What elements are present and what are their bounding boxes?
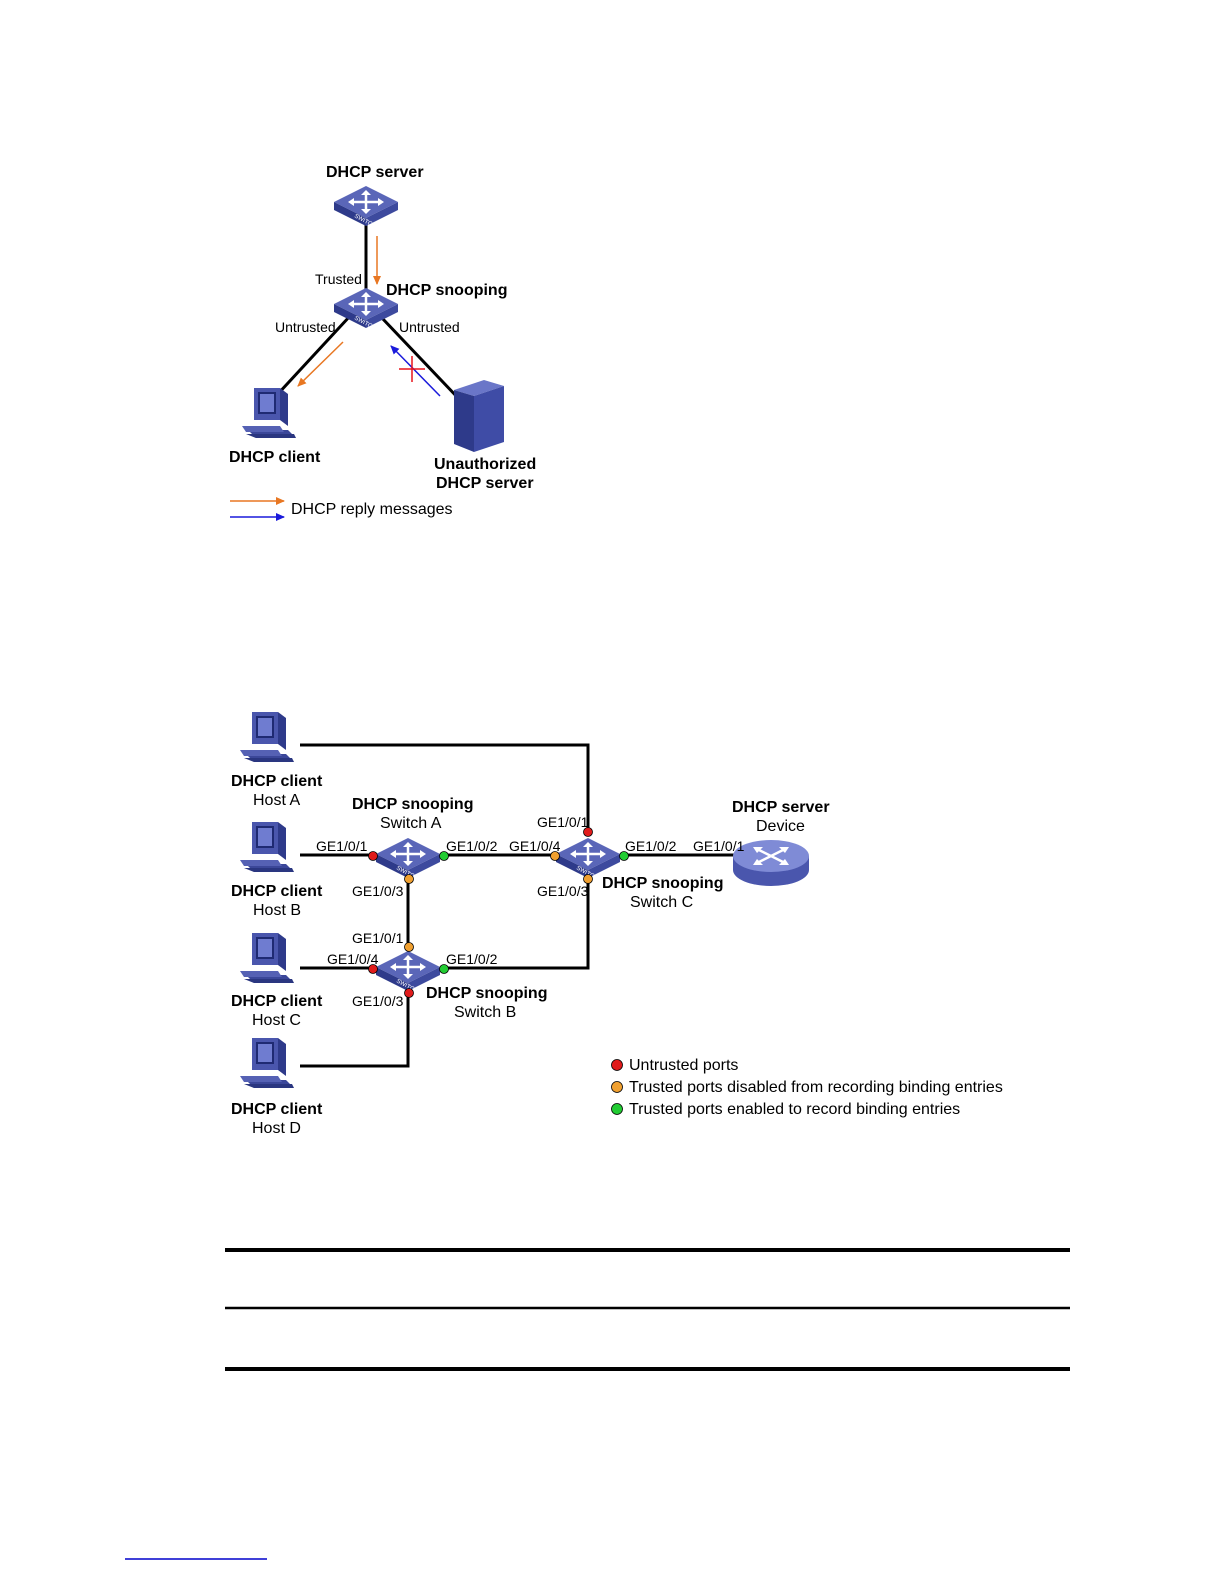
- dhcp-snooping-label: DHCP snooping: [386, 282, 507, 299]
- reply-arrow-to-client-icon: [297, 341, 344, 387]
- switch-b-ge1-0-3-untrusted-dot: [404, 988, 414, 998]
- switch-a-title: DHCP snooping: [352, 796, 473, 813]
- switch-a-port-ge1-0-3: GE1/0/3: [352, 883, 404, 899]
- untrusted-port-right-label: Untrusted: [399, 319, 460, 335]
- server-port-ge1-0-1: GE1/0/1: [693, 838, 745, 854]
- switch-a-port-ge1-0-1: GE1/0/1: [316, 838, 368, 854]
- link-snooping-to-client: [274, 314, 352, 398]
- switch-a-ge1-0-3-trusted-disabled-dot: [404, 874, 414, 884]
- figure-1-legend: DHCP reply messages: [230, 497, 453, 521]
- switch-b-port-ge1-0-2: GE1/0/2: [446, 951, 498, 967]
- dhcp-client-label: DHCP client: [229, 449, 321, 466]
- switch-c-name: Switch C: [630, 894, 693, 911]
- switch-b-title: DHCP snooping: [426, 985, 547, 1002]
- empty-table-rules: [225, 1248, 1070, 1371]
- switch-a-name: Switch A: [380, 815, 442, 832]
- legend-trusted-disabled-dot: [611, 1081, 623, 1093]
- switch-c-port-ge1-0-4: GE1/0/4: [509, 838, 561, 854]
- switch-c-port-ge1-0-1: GE1/0/1: [537, 814, 589, 830]
- dhcp-server-switch-icon: [332, 184, 400, 232]
- legend-trusted-enabled-label: Trusted ports enabled to record binding …: [629, 1101, 960, 1118]
- switch-a-ge1-0-2-trusted-enabled-dot: [439, 851, 449, 861]
- switch-c-ge1-0-2-trusted-enabled-dot: [619, 851, 629, 861]
- legend-trusted-enabled-dot: [611, 1103, 623, 1115]
- link-switch-b-switch-c: [444, 878, 590, 970]
- link-snooping-to-unauthorized-server: [380, 316, 462, 402]
- host-a-pc-icon: [240, 712, 294, 762]
- switch-b-ge1-0-4-untrusted-dot: [368, 964, 378, 974]
- legend-untrusted-dot: [611, 1059, 623, 1071]
- switch-c-ge1-0-4-trusted-disabled-dot: [550, 851, 560, 861]
- blocked-reply-arrow-icon: [390, 345, 441, 397]
- host-d-pc-icon: [240, 1038, 294, 1088]
- host-a-name: Host A: [253, 792, 300, 809]
- host-c-name: Host C: [252, 1012, 301, 1029]
- unauthorized-server-icon: [454, 380, 504, 452]
- switch-b-port-ge1-0-1: GE1/0/1: [352, 930, 404, 946]
- trusted-port-label: Trusted: [315, 271, 362, 287]
- host-d-title: DHCP client: [231, 1101, 323, 1118]
- blocked-cross-icon: [399, 356, 425, 382]
- figure-2-dhcp-snooping-topology: DHCP client Host A DHCP client Host B DH…: [231, 712, 1003, 1137]
- dhcp-server-device-icon: [731, 838, 811, 888]
- legend-reply-messages-label: DHCP reply messages: [291, 501, 453, 518]
- host-b-pc-icon: [240, 822, 294, 872]
- server-title: DHCP server: [732, 799, 830, 816]
- link-host-a-switch-c: [300, 743, 590, 832]
- host-c-pc-icon: [240, 933, 294, 983]
- switch-c-ge1-0-3-trusted-disabled-dot: [583, 874, 593, 884]
- host-a-title: DHCP client: [231, 773, 323, 790]
- unauthorized-label-line2: DHCP server: [436, 475, 534, 492]
- legend-trusted-disabled-label: Trusted ports disabled from recording bi…: [629, 1079, 1003, 1096]
- server-name: Device: [756, 818, 805, 835]
- port-status-dots: [368, 827, 629, 998]
- link-host-d-switch-b: [300, 993, 410, 1068]
- host-b-name: Host B: [253, 902, 301, 919]
- figure-1-dhcp-snooping-overview: DHCP server DHCP snooping Trusted Untrus…: [229, 164, 536, 521]
- network-links: [300, 743, 750, 1068]
- switch-c-port-ge1-0-2: GE1/0/2: [625, 838, 677, 854]
- switch-b-port-ge1-0-3: GE1/0/3: [352, 993, 404, 1009]
- switch-b-ge1-0-1-trusted-disabled-dot: [404, 942, 414, 952]
- switch-c-ge1-0-1-untrusted-dot: [583, 827, 593, 837]
- host-c-title: DHCP client: [231, 993, 323, 1010]
- untrusted-port-left-label: Untrusted: [275, 319, 336, 335]
- switch-c-title: DHCP snooping: [602, 875, 723, 892]
- unauthorized-label-line1: Unauthorized: [434, 456, 536, 473]
- host-b-title: DHCP client: [231, 883, 323, 900]
- legend-untrusted-label: Untrusted ports: [629, 1057, 738, 1074]
- switch-b-name: Switch B: [454, 1004, 516, 1021]
- host-d-name: Host D: [252, 1120, 301, 1137]
- switch-b-ge1-0-2-trusted-enabled-dot: [439, 964, 449, 974]
- switch-c-port-ge1-0-3: GE1/0/3: [537, 883, 589, 899]
- switch-b-port-ge1-0-4: GE1/0/4: [327, 951, 379, 967]
- switch-a-port-ge1-0-2: GE1/0/2: [446, 838, 498, 854]
- dhcp-server-label: DHCP server: [326, 164, 424, 181]
- dhcp-client-pc-icon: [242, 388, 296, 438]
- switch-a-ge1-0-1-untrusted-dot: [368, 851, 378, 861]
- figure-2-legend: Untrusted ports Trusted ports disabled f…: [611, 1057, 1003, 1118]
